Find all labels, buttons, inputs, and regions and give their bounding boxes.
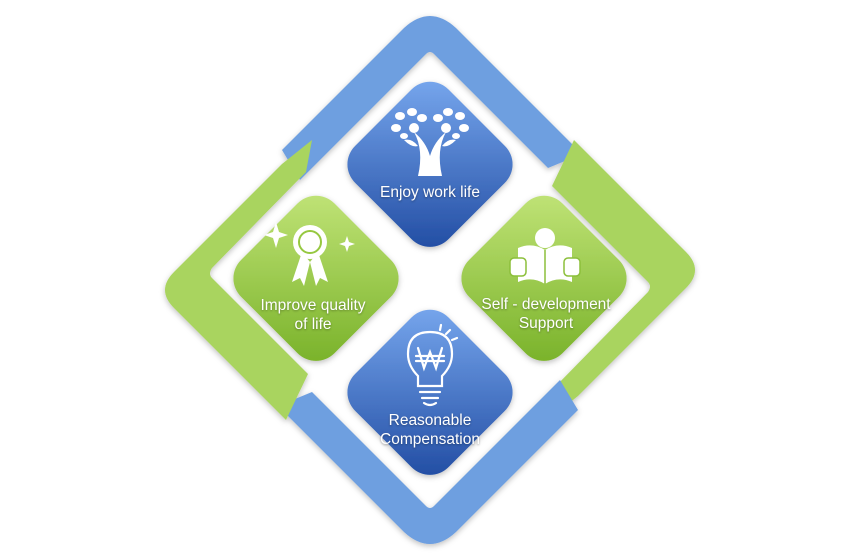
label-self-development-support: Self - development Support: [481, 296, 611, 332]
cycle-ring: [165, 16, 695, 544]
tree-people-icon: [391, 108, 469, 176]
award-ribbon-icon: [264, 222, 355, 286]
label-enjoy-work-life: Enjoy work life: [380, 184, 480, 201]
lightbulb-won-icon: [406, 323, 459, 407]
open-book-icon: [509, 228, 581, 284]
ring-arrow-left: [165, 140, 312, 420]
ring-arrow-right: [548, 140, 695, 420]
label-improve-quality-of-life: Improve quality of life: [260, 297, 366, 333]
ring-arrow-top: [282, 16, 582, 180]
label-reasonable-compensation: Reasonable Compensation: [380, 412, 480, 448]
ring-arrow-bottom: [278, 380, 578, 544]
